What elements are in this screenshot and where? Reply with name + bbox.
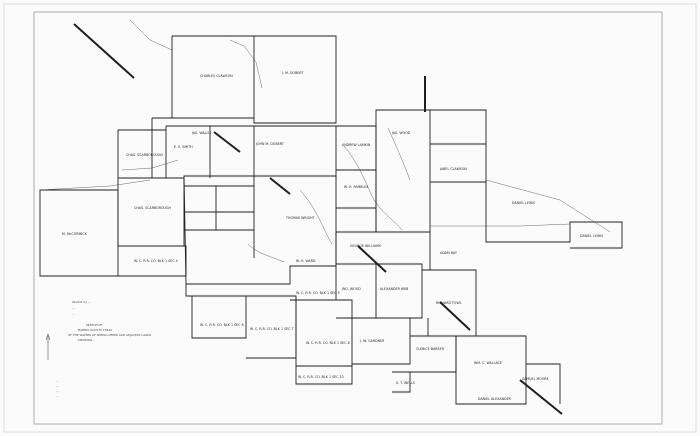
title-block: SKETCH OF HARRIS COUNTY, TEXAS OF THE WA… bbox=[68, 323, 151, 342]
creeks bbox=[247, 127, 411, 263]
label-jno-wood: JNO. WOOD bbox=[341, 287, 361, 291]
title-line-1: SKETCH OF bbox=[86, 323, 103, 327]
label-w-c-r-r-5: W. C. R.R. CO. BLK 1 SEC 8 bbox=[306, 341, 350, 345]
label-w-h-pamblin: W. H. PAMBLIN bbox=[344, 185, 368, 189]
label-w-h-ward: W. H. WARD bbox=[296, 259, 316, 263]
label-s-t-wells: S. T. WELLS bbox=[396, 381, 415, 385]
label-samuel-moore: SAMUEL MOORE bbox=[522, 377, 549, 381]
label-daniel-alexander: DANIEL ALEXANDER bbox=[478, 397, 512, 401]
label-w-c-r-r-bottom: W. C. R.R. CO. BLK 1 SEC 10 bbox=[298, 375, 344, 379]
label-w-c-r-r-2: W. C. R.R. CO. BLK 1 SEC 5 bbox=[296, 291, 340, 295]
title-line-4: SHOWING... bbox=[78, 338, 95, 342]
map-border bbox=[33, 11, 663, 425]
label-jas-wood: JAS. WOOD bbox=[391, 131, 411, 135]
handwritten-note-2: ... bbox=[72, 306, 75, 310]
label-m-mccormick: M. McCORMICK bbox=[62, 232, 88, 236]
label-george-williams: GEORGE WILLIAMS bbox=[350, 244, 381, 248]
bottom-note-4: ... bbox=[56, 395, 59, 398]
handwritten-note-1: Sketch by ... bbox=[72, 300, 91, 304]
label-adam-bay: ADAM BAY bbox=[440, 251, 457, 255]
title-line-3: OF THE WATERS OF SPRING CREEK AND ADJACE… bbox=[68, 333, 151, 337]
label-chas-scarborough-1: CHAS. SCARBOROUGH bbox=[126, 153, 163, 157]
bottom-note-2: ... bbox=[56, 385, 59, 388]
label-chas-scarborough-2: CHAS. SCARBOROUGH bbox=[134, 206, 171, 210]
label-w-c-r-r-3: W. C. R.R. CO. BLK 1 SEC 6 bbox=[200, 323, 244, 327]
label-w-c-r-r-4: W. C. R.R. CO. BLK 1 SEC 7 bbox=[250, 327, 294, 331]
label-jabel-clawson: JABEL CLAWSON bbox=[439, 167, 467, 171]
bottom-notes: ... ... ... ... bbox=[56, 380, 59, 398]
label-richard-fowl: RICHARD FOWL bbox=[436, 301, 462, 305]
survey-labels: CHARLES CLAWSON J. M. DOBERT JAS. WALLIS… bbox=[62, 71, 603, 401]
handwritten-notes: Sketch by ... ... ... bbox=[72, 300, 91, 316]
handwritten-note-3: ... bbox=[72, 312, 75, 316]
label-j-m-dobert: J. M. DOBERT bbox=[281, 71, 303, 75]
railroads bbox=[73, 23, 563, 415]
label-charles-clawson: CHARLES CLAWSON bbox=[200, 74, 233, 78]
label-alexander-web: ALEXANDER WEB bbox=[380, 287, 408, 291]
label-e-e-smith: E. E. SMITH bbox=[174, 145, 193, 149]
label-wm-c-wallace: WM. C. WALLACE bbox=[474, 361, 502, 365]
label-daniel-lewis-2: DANIEL LEWIS bbox=[580, 234, 603, 238]
bottom-note-1: ... bbox=[56, 380, 59, 383]
label-clebice-barker: CLEBICE BARKER bbox=[416, 347, 445, 351]
north-arrow-icon bbox=[45, 333, 51, 360]
survey-boundaries bbox=[39, 35, 623, 405]
title-line-2: HARRIS COUNTY, TEXAS bbox=[78, 328, 112, 332]
bottom-note-3: ... bbox=[56, 390, 59, 393]
paper-edge bbox=[3, 3, 697, 433]
label-daniel-lewis: DANIEL LEWIS bbox=[512, 201, 535, 205]
roads bbox=[39, 19, 611, 233]
label-j-w-gardner: J. W. GARDNER bbox=[359, 339, 385, 343]
tract-top bbox=[172, 35, 337, 124]
label-thomas-wright: THOMAS WRIGHT bbox=[285, 216, 315, 220]
label-jas-wallis: JAS. WALLIS bbox=[191, 131, 211, 135]
label-andrew-lamkin: ANDREW LAMKIN bbox=[342, 143, 371, 147]
label-w-c-r-r-1: W. C. R.R. CO. BLK 1 SEC 4 bbox=[134, 259, 178, 263]
label-john-m-dobert: JOHN M. DOBERT bbox=[255, 142, 284, 146]
